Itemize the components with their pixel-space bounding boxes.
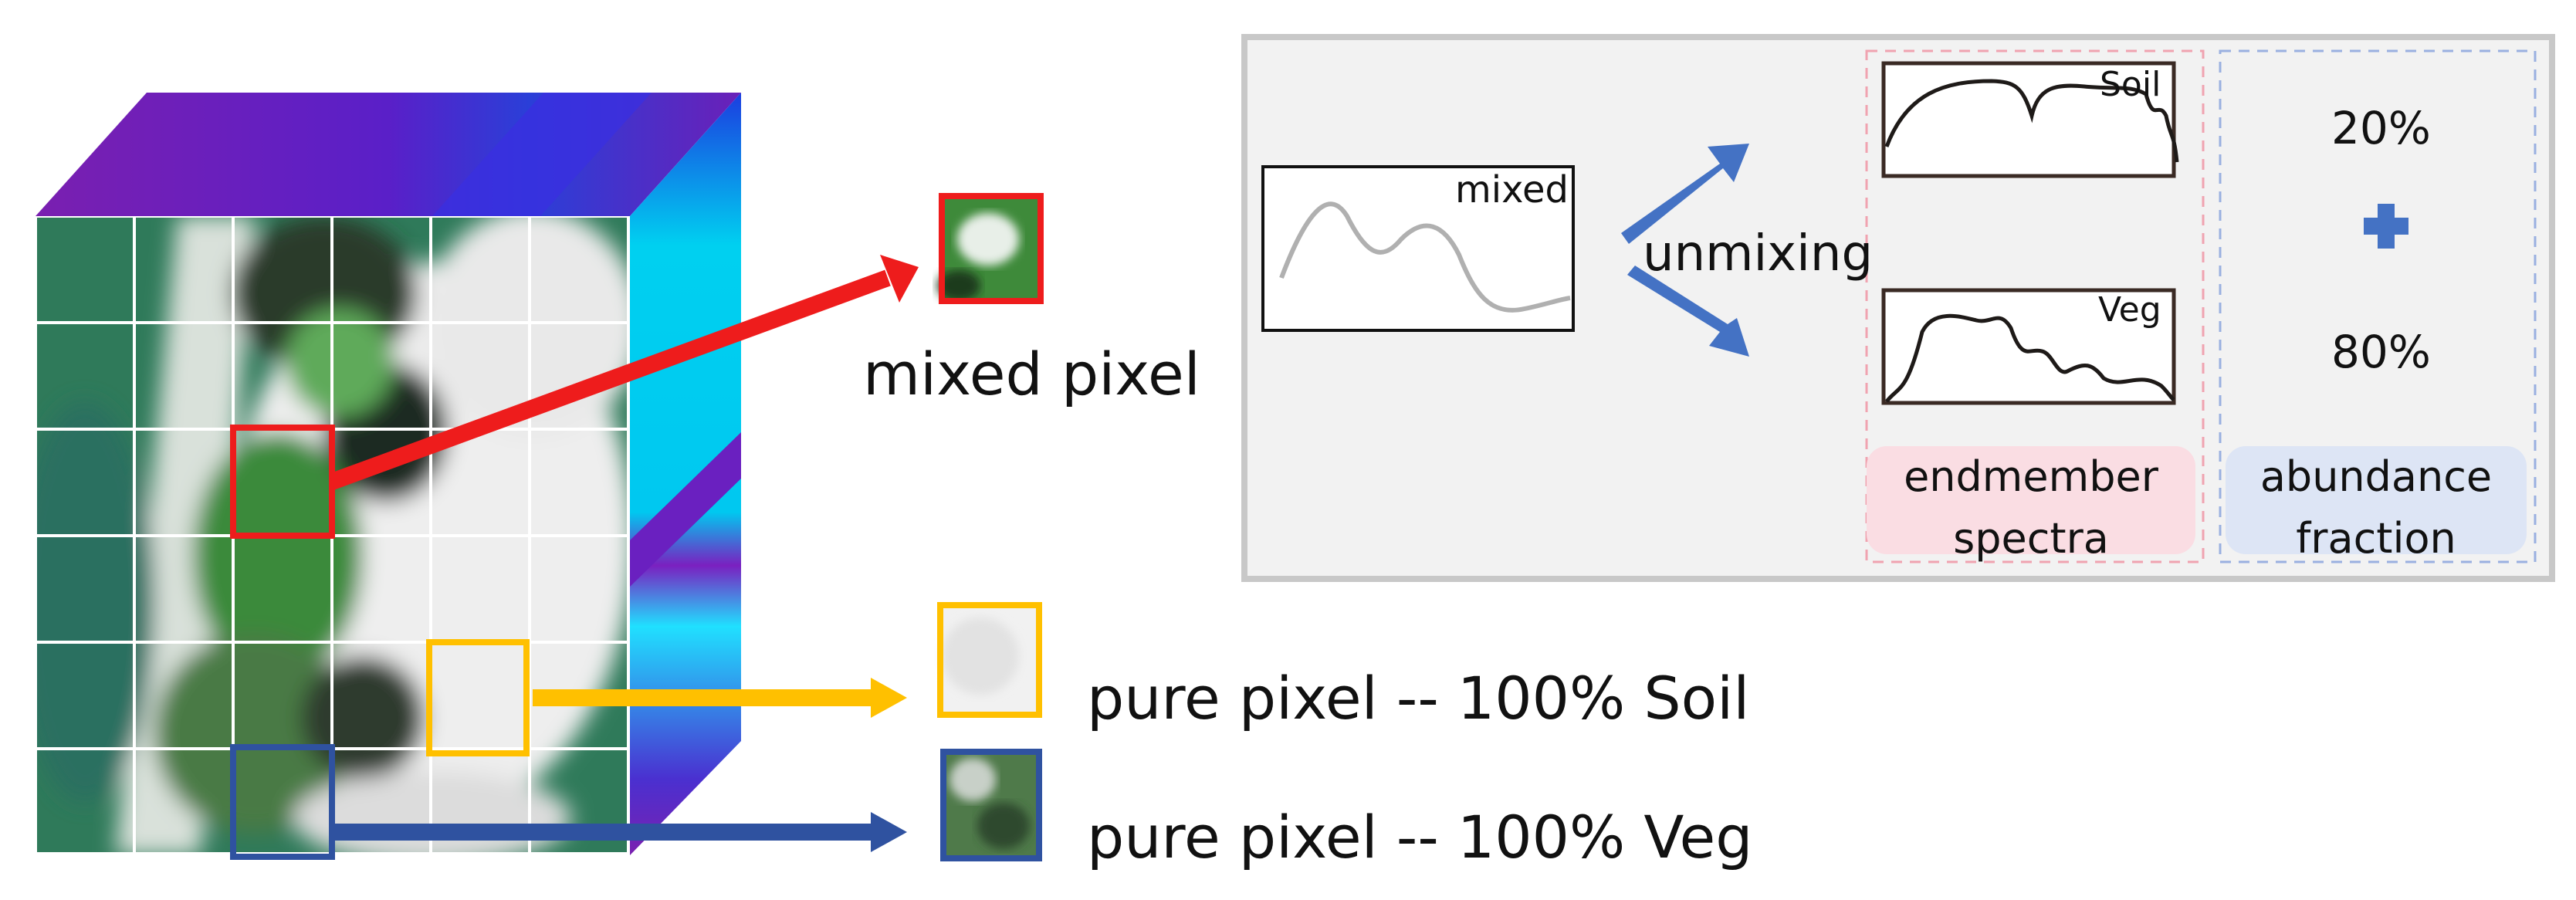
unmixing-label: unmixing xyxy=(1643,225,1874,283)
soil-arrow xyxy=(533,678,907,718)
arrow-down-right-icon xyxy=(1627,266,1749,357)
mixed-spectrum-label: mixed xyxy=(1455,168,1569,211)
cube-side-stripe xyxy=(630,432,741,587)
veg-spectrum-box xyxy=(1881,288,2176,405)
endmember-caption-pill: endmember spectra xyxy=(1867,446,2195,563)
veg-endmember-label: Veg xyxy=(2098,290,2161,330)
veg-pixel-highlight xyxy=(230,744,335,860)
soil-pixel-thumbnail xyxy=(937,602,1042,718)
endmember-caption-line2: spectra xyxy=(1953,514,2109,563)
abundance-region xyxy=(2219,49,2537,563)
pure-soil-label: pure pixel -- 100% Soil xyxy=(1087,664,1750,733)
veg-arrow xyxy=(332,812,907,852)
mixed-pixel-label: mixed pixel xyxy=(863,340,1200,408)
cube-top-face xyxy=(36,93,741,216)
hyperspectral-cube xyxy=(36,93,741,860)
cube-top-stripe xyxy=(432,93,652,216)
endmember-caption-line1: endmember xyxy=(1904,452,2158,501)
soil-abundance-value: 20% xyxy=(2331,102,2431,154)
mixed-spectrum-curve xyxy=(1279,201,1571,313)
soil-pixel-highlight xyxy=(426,639,530,756)
soil-spectrum-box xyxy=(1881,61,2176,178)
mixed-arrow xyxy=(329,255,919,490)
veg-spectrum-curve xyxy=(1885,313,2175,403)
mixed-spectrum-box xyxy=(1261,165,1575,332)
veg-pixel-thumbnail xyxy=(940,749,1042,861)
soil-endmember-label: Soil xyxy=(2100,65,2161,104)
abundance-caption-pill: abundance fraction xyxy=(2226,446,2527,563)
cube-side-face xyxy=(630,93,741,855)
arrow-up-right-icon xyxy=(1621,144,1749,244)
veg-abundance-value: 80% xyxy=(2331,326,2431,378)
plus-icon xyxy=(2364,204,2408,249)
abundance-caption-line1: abundance xyxy=(2260,452,2493,501)
mixed-pixel-thumbnail xyxy=(937,193,1044,304)
pure-veg-label: pure pixel -- 100% Veg xyxy=(1087,803,1753,871)
endmember-region xyxy=(1865,49,2205,563)
soil-spectrum-curve xyxy=(1884,79,2179,163)
abundance-caption-line2: fraction xyxy=(2296,514,2456,563)
